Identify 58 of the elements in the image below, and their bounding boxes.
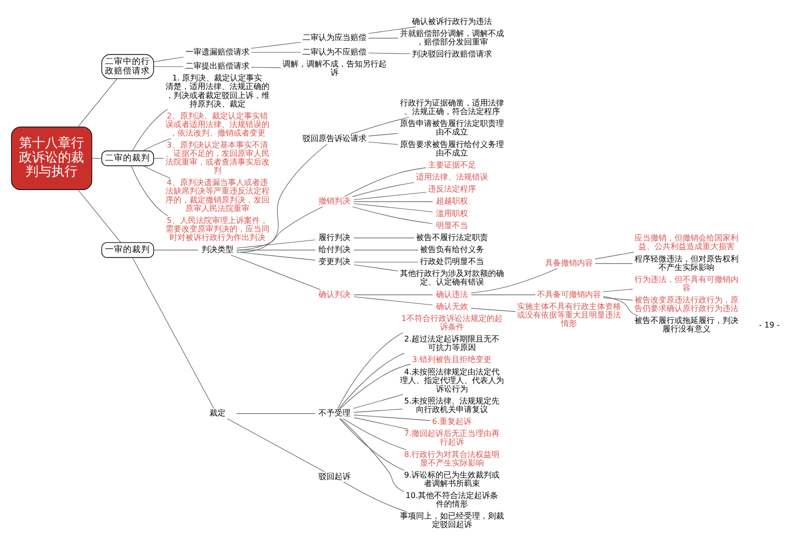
connector — [236, 413, 316, 414]
connector — [354, 408, 403, 413]
connector — [354, 294, 433, 296]
connector — [250, 42, 301, 49]
connector — [344, 167, 426, 197]
node-box: 二审的裁判 — [101, 150, 154, 166]
connector — [354, 296, 433, 306]
connector — [92, 158, 102, 159]
connector — [142, 138, 172, 152]
connector — [78, 189, 122, 243]
connector — [236, 252, 316, 260]
connector — [368, 26, 416, 34]
connector — [594, 252, 634, 260]
connector — [350, 116, 410, 134]
connector — [227, 418, 325, 472]
connector — [230, 254, 321, 290]
connector — [236, 206, 323, 251]
node-box: 二审中的行政赔偿请求 — [101, 54, 154, 80]
connector — [354, 417, 408, 430]
connector — [352, 394, 404, 409]
node-box: 第十八章行政诉讼的裁判与执行 — [11, 126, 92, 190]
connector — [352, 206, 433, 224]
connector — [470, 308, 516, 312]
connector — [339, 418, 405, 471]
connector — [250, 52, 301, 53]
connector — [368, 52, 410, 54]
connector — [236, 240, 316, 248]
connector — [143, 166, 171, 179]
connector — [354, 414, 431, 421]
connector — [354, 201, 433, 202]
connector — [352, 182, 414, 197]
connector — [343, 482, 408, 512]
connector — [340, 418, 404, 492]
connector — [153, 158, 164, 159]
connector — [602, 297, 633, 300]
connector — [78, 78, 118, 128]
connector — [130, 166, 168, 216]
connector — [368, 142, 398, 145]
connector — [337, 332, 404, 409]
connector — [250, 66, 282, 68]
connector — [354, 192, 426, 200]
connector — [594, 263, 633, 264]
connector — [340, 364, 411, 409]
connector — [470, 268, 558, 294]
connector — [354, 203, 433, 212]
connector — [602, 296, 638, 316]
connector — [132, 257, 214, 409]
connector — [153, 66, 184, 67]
connector — [132, 109, 168, 152]
connector — [368, 133, 398, 136]
connector — [236, 144, 328, 253]
connector — [153, 56, 184, 62]
connector — [342, 418, 407, 450]
connector — [602, 288, 633, 292]
node-box: 一审的裁判 — [101, 242, 154, 258]
connector — [470, 294, 536, 296]
connector — [338, 352, 404, 409]
connector — [354, 264, 398, 272]
